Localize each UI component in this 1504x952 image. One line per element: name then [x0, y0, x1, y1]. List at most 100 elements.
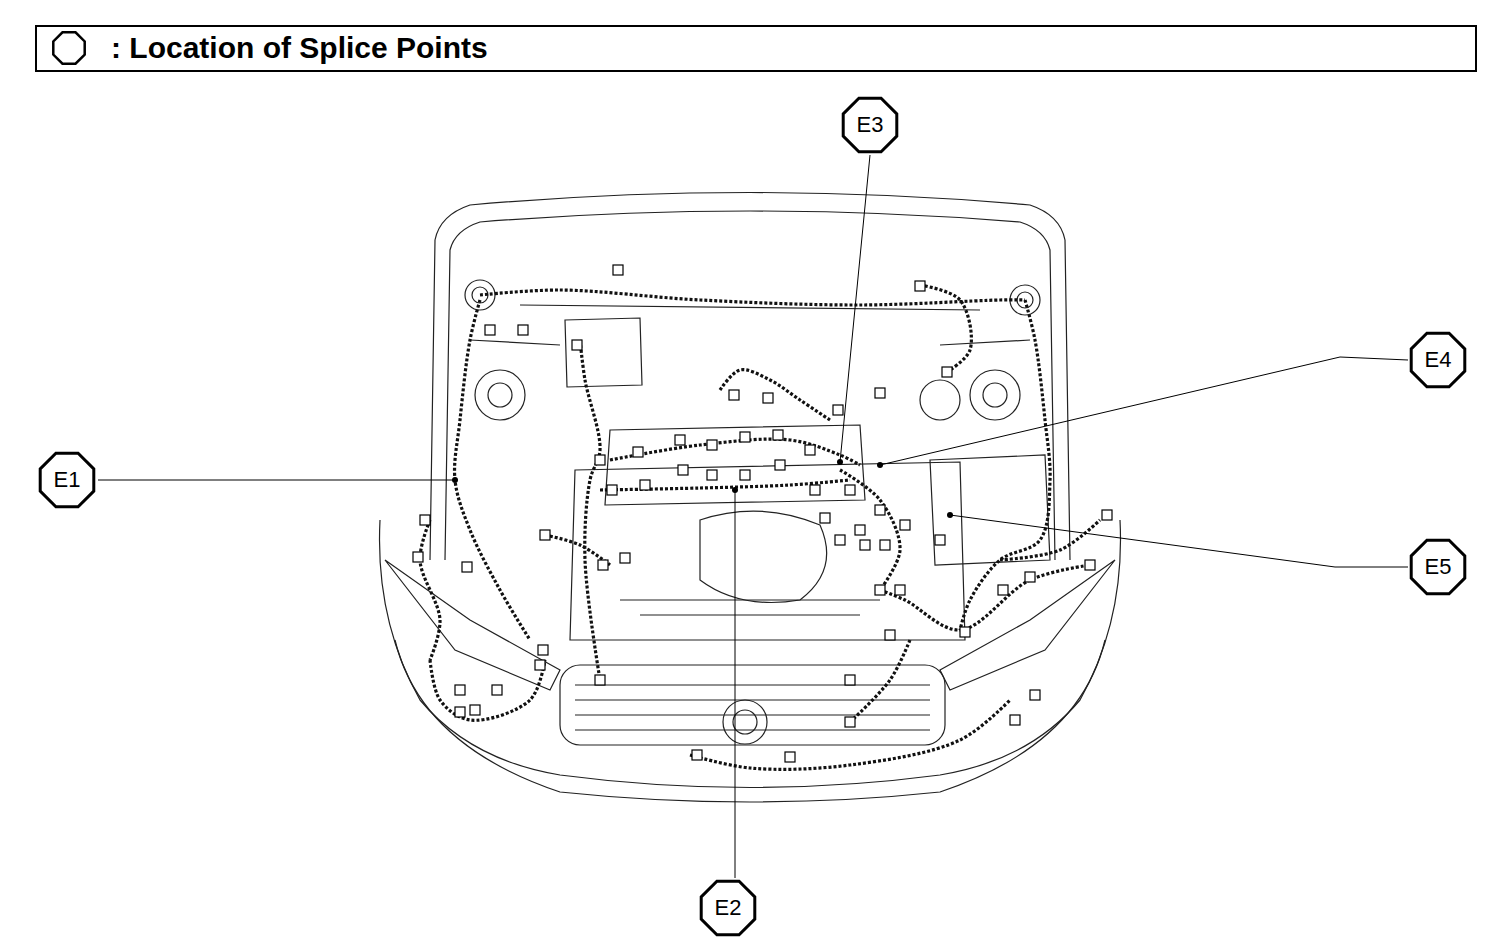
leader-line	[735, 490, 736, 878]
round-part	[475, 370, 525, 420]
connector-plug	[492, 685, 502, 695]
connector-plug	[707, 470, 717, 480]
connector-plug	[998, 585, 1008, 595]
connector-plug	[1025, 572, 1035, 582]
leader-line-group	[98, 155, 1408, 878]
connector-plug	[810, 485, 820, 495]
leader-line	[98, 480, 455, 481]
connector-plug	[455, 685, 465, 695]
connector-plug	[462, 562, 472, 572]
body-line	[470, 340, 1030, 345]
body-line	[430, 193, 1070, 561]
connector-plug	[540, 530, 550, 540]
connector-plug	[640, 480, 650, 490]
connector-plug	[875, 585, 885, 595]
wire-harness	[420, 520, 440, 660]
connector-plug	[855, 525, 865, 535]
grille-bar	[575, 729, 930, 730]
round-part	[970, 370, 1020, 420]
wire-harness	[690, 700, 1010, 769]
connector-plug	[773, 430, 783, 440]
round-part	[983, 383, 1007, 407]
splice-dot-group	[452, 459, 953, 518]
connector-plug-group	[413, 265, 1112, 762]
wire-harness	[850, 640, 910, 722]
connector-plug	[598, 560, 608, 570]
connector-plug	[518, 325, 528, 335]
connector-plug	[895, 585, 905, 595]
connector-plug	[535, 660, 545, 670]
connector-plug	[1010, 715, 1020, 725]
connector-plug	[692, 750, 702, 760]
wire-harness	[720, 370, 830, 420]
connector-plug	[1102, 510, 1112, 520]
body-line	[395, 640, 1105, 802]
connector-plug	[572, 340, 582, 350]
round-part	[488, 383, 512, 407]
body-line	[385, 560, 560, 690]
round-part	[920, 380, 960, 420]
leader-line	[840, 155, 870, 462]
wire-harness	[430, 660, 545, 720]
wire-harness-group	[420, 285, 1100, 769]
connector-plug	[960, 627, 970, 637]
splice-octagon: E2	[697, 877, 759, 939]
connector-plug	[1085, 560, 1095, 570]
body-line	[445, 211, 1055, 560]
connector-plug	[485, 325, 495, 335]
connector-plug	[785, 752, 795, 762]
grille	[560, 665, 945, 745]
body-line	[700, 511, 827, 602]
splice-octagon: E1	[36, 449, 98, 511]
connector-plug	[740, 432, 750, 442]
connector-plug	[470, 705, 480, 715]
connector-plug	[620, 553, 630, 563]
octagon-outline	[701, 881, 755, 935]
connector-plug	[633, 447, 643, 457]
octagon-outline	[40, 453, 94, 507]
wire-harness	[840, 470, 900, 590]
connector-plug	[900, 520, 910, 530]
octagon-outline	[53, 32, 84, 63]
octagon-outline	[1411, 540, 1465, 594]
connector-plug	[935, 535, 945, 545]
connector-plug	[833, 405, 843, 415]
connector-plug	[805, 445, 815, 455]
splice-octagon: E3	[839, 94, 901, 156]
connector-plug	[538, 645, 548, 655]
wire-harness	[580, 340, 600, 680]
title-bar: : Location of Splice Points	[35, 25, 1477, 72]
connector-plug	[880, 540, 890, 550]
connector-plug	[740, 470, 750, 480]
body-line	[620, 600, 880, 615]
connector-plug	[678, 465, 688, 475]
connector-plug	[420, 515, 430, 525]
connector-plug	[885, 630, 895, 640]
splice-label: E5	[1425, 556, 1452, 578]
connector-plug	[860, 540, 870, 550]
splice-label: E1	[54, 469, 81, 491]
connector-plug	[729, 390, 739, 400]
connector-plug	[707, 440, 717, 450]
octagon-outline	[1411, 333, 1465, 387]
splice-label: E3	[857, 114, 884, 136]
connector-plug	[820, 513, 830, 523]
grille-bar	[575, 699, 930, 700]
connector-plug	[595, 675, 605, 685]
round-part	[723, 700, 767, 744]
connector-plug	[915, 281, 925, 291]
connector-plug	[845, 675, 855, 685]
octagon-outline	[843, 98, 897, 152]
connector-plug	[595, 455, 605, 465]
body-line	[520, 305, 980, 310]
connector-plug	[613, 265, 623, 275]
body-line	[565, 318, 642, 387]
wire-harness	[880, 565, 1090, 630]
wire-harness	[960, 300, 1050, 630]
splice-label: E4	[1425, 349, 1452, 371]
connector-plug	[942, 367, 952, 377]
connector-plug	[875, 505, 885, 515]
wire-harness	[920, 285, 971, 372]
splice-label: E2	[715, 897, 742, 919]
